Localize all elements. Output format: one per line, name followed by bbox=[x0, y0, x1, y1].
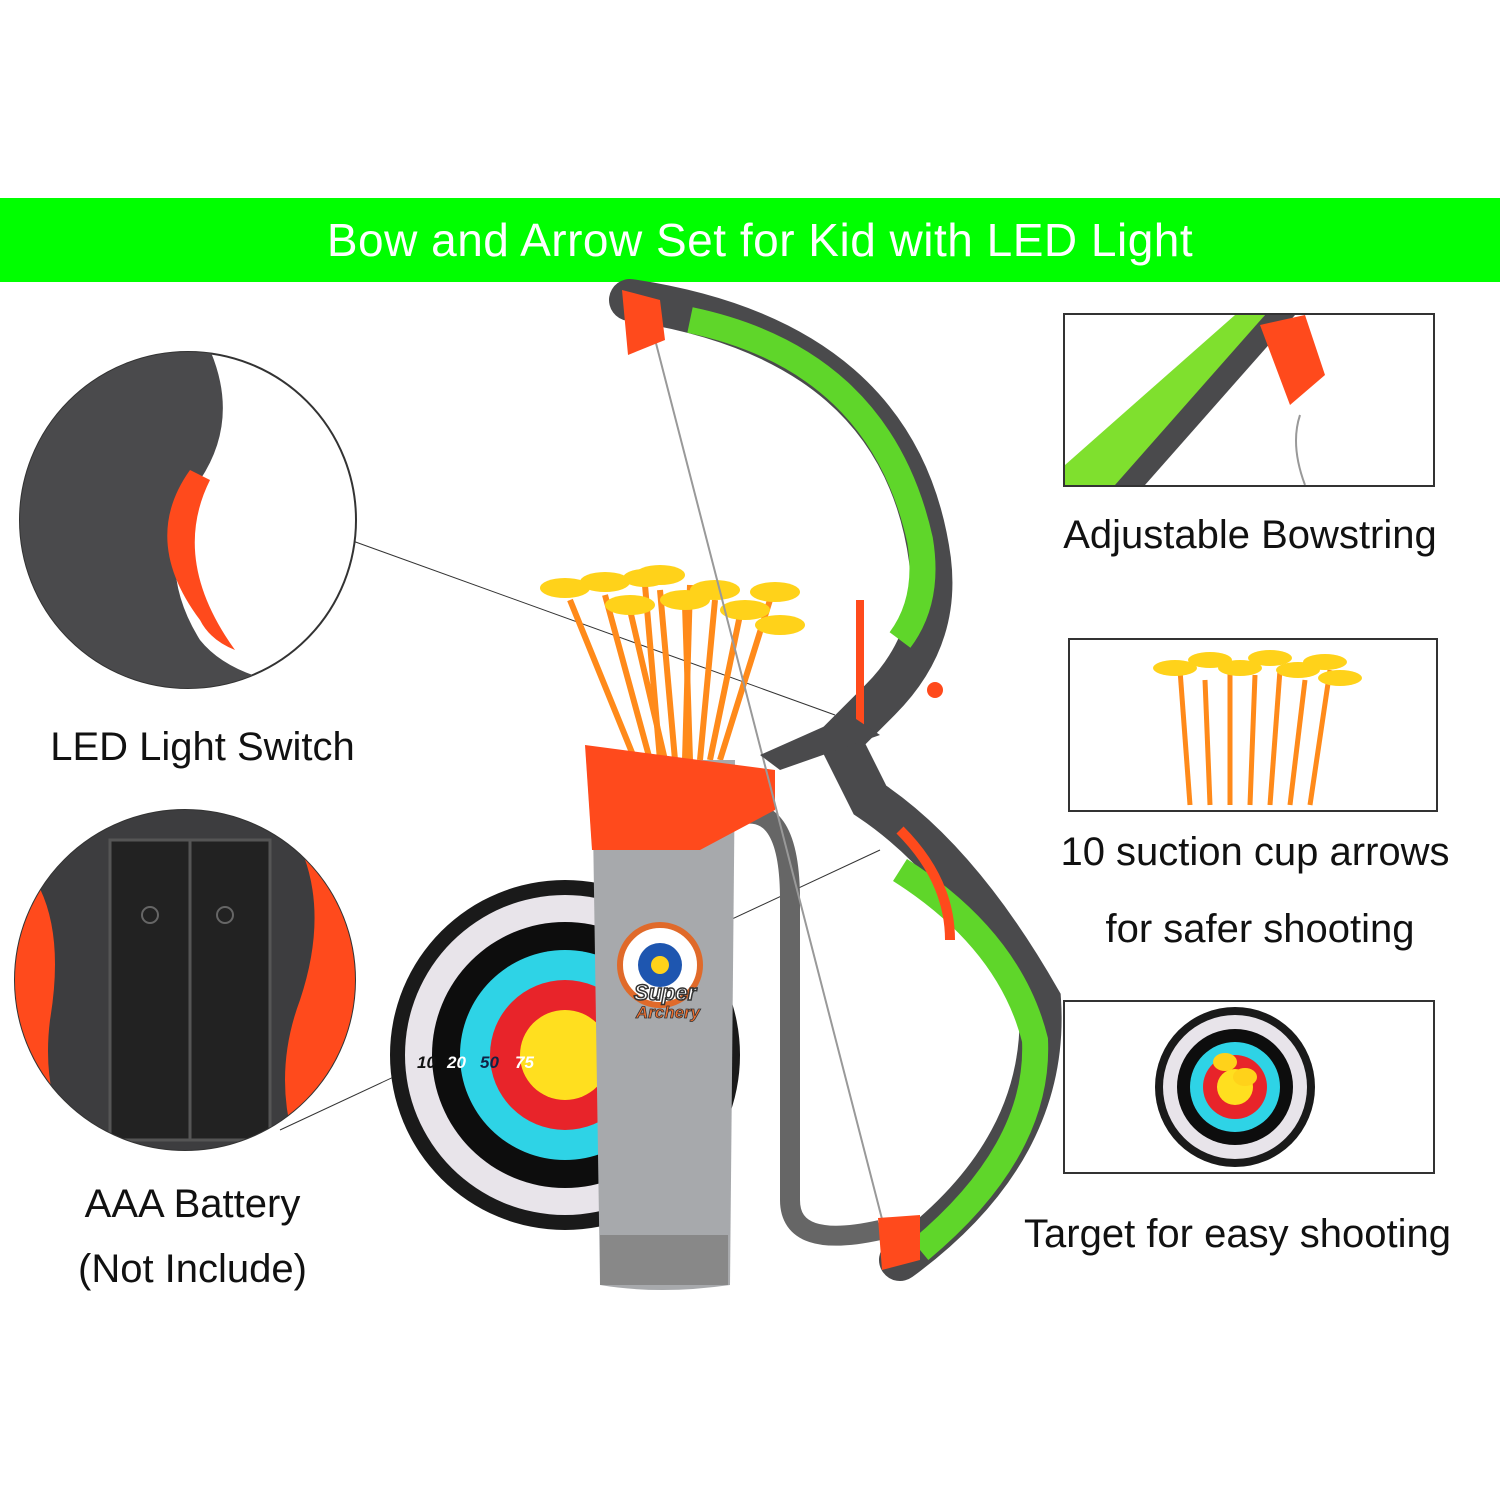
battery-caption-line2: (Not Include) bbox=[78, 1247, 307, 1291]
target-score: 10 bbox=[417, 1053, 436, 1072]
led-switch-caption: LED Light Switch bbox=[50, 725, 355, 769]
bowstring-detail-image bbox=[1065, 315, 1325, 485]
quiver-logo-super: Super bbox=[634, 980, 698, 1005]
title-banner: Bow and Arrow Set for Kid with LED Light bbox=[0, 198, 1500, 282]
banner-title: Bow and Arrow Set for Kid with LED Light bbox=[326, 214, 1194, 266]
arrows-detail-image bbox=[1153, 650, 1362, 806]
bowstring-detail-box bbox=[1063, 313, 1435, 487]
target-caption: Target for easy shooting bbox=[1024, 1212, 1451, 1256]
target-detail-image bbox=[1155, 1007, 1315, 1167]
quiver: Super Archery bbox=[585, 745, 775, 1290]
quiver-logo-archery: Archery bbox=[635, 1003, 702, 1022]
bow bbox=[609, 279, 1062, 1281]
callout-line bbox=[349, 539, 836, 716]
target-score: 75 bbox=[515, 1053, 534, 1072]
target-score: 20 bbox=[446, 1053, 466, 1072]
arrows-caption-line1: 10 suction cup arrows bbox=[1060, 830, 1450, 874]
led-switch-closeup bbox=[19, 351, 357, 689]
target-score: 50 bbox=[480, 1053, 499, 1072]
arrows-in-quiver bbox=[540, 565, 805, 762]
target-detail-box bbox=[1063, 1000, 1435, 1174]
arrows-caption-line2: for safer shooting bbox=[1105, 907, 1415, 951]
bowstring bbox=[649, 319, 891, 1251]
battery-caption-line1: AAA Battery bbox=[84, 1182, 301, 1226]
bowstring-caption: Adjustable Bowstring bbox=[1063, 513, 1437, 557]
battery-closeup bbox=[14, 809, 356, 1151]
arrows-detail-box bbox=[1068, 638, 1438, 812]
